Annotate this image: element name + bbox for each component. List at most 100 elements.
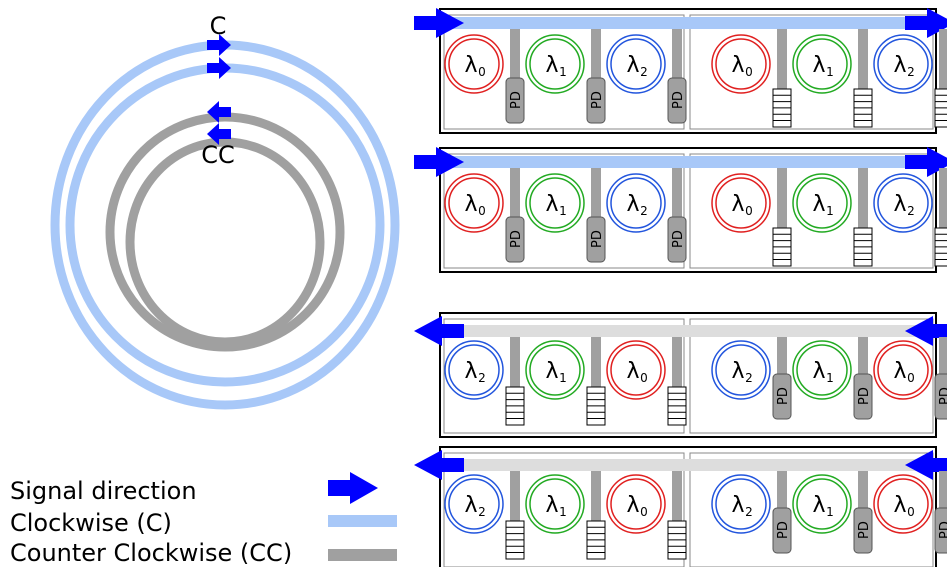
drop-waveguide [777,29,787,89]
ring-arrow-icon [207,101,231,123]
drop-waveguide [510,29,520,89]
microring-inner [529,478,581,530]
signal-arrow-icon [905,147,947,177]
microring-inner [877,177,929,229]
ring-label: λ [893,359,906,384]
legend-label-counter-clockwise: Counter Clockwise (CC) [10,539,293,567]
microring-inner [877,38,929,90]
microring-inner [529,177,581,229]
signal-arrow-icon [905,8,947,38]
light-blue-bar [328,515,397,527]
photodetector [934,373,947,420]
ring-subscript: 1 [559,65,567,79]
ring-subscript: 0 [478,204,486,218]
pd-label: PD [509,91,524,109]
pd-label: PD [590,230,605,248]
microring-inner [448,344,500,396]
drop-waveguide [777,337,787,397]
legend-label-clockwise: Clockwise (C) [10,509,172,537]
ring-label: λ [464,493,477,518]
arrow-icon [328,472,378,504]
photodetector [772,373,792,420]
pd-label: PD [857,387,872,405]
drop-waveguide [858,168,868,228]
microring-inner [610,344,662,396]
microring-inner [796,177,848,229]
microring-inner [715,38,767,90]
ring-subscript: 0 [907,505,915,519]
pd-label: PD [776,387,791,405]
microring-inner [529,344,581,396]
drop-waveguide [858,471,868,531]
drop-waveguide [672,337,682,397]
microring-inner [796,478,848,530]
photodetector [667,77,687,124]
drop-waveguide [858,29,868,89]
signal-arrow-icon [414,147,464,177]
counter-clockwise-label: CC [201,141,235,169]
ring-subscript: 2 [478,505,486,519]
drop-waveguide [939,337,947,397]
microring-inner [715,344,767,396]
microring-inner [448,38,500,90]
drop-waveguide [777,168,787,228]
ring-label: λ [626,53,639,78]
ring-label: λ [731,493,744,518]
ring-label: λ [545,192,558,217]
photodetector [772,507,792,554]
ring-label: λ [812,192,825,217]
microring-inner [610,478,662,530]
microring-inner [448,478,500,530]
pd-label: PD [509,230,524,248]
microring-inner [448,177,500,229]
ring-label: λ [812,53,825,78]
ring-label: λ [626,359,639,384]
ring-subscript: 0 [640,371,648,385]
legend-icons [328,472,397,561]
ring-label: λ [464,192,477,217]
ring-subscript: 0 [907,371,915,385]
pd-label: PD [590,91,605,109]
bus-waveguide [442,17,935,29]
drop-waveguide [510,168,520,228]
ring-subscript: 2 [478,371,486,385]
signal-arrow-icon [905,450,947,480]
ring-label: λ [893,493,906,518]
ring-subscript: 2 [745,505,753,519]
counter-clockwise-ring-inner [125,137,325,347]
ring-arrow-icon [207,57,231,79]
drop-waveguide [591,471,601,531]
ring-subscript: 2 [745,371,753,385]
ring-label: λ [626,192,639,217]
clockwise-label: C [210,12,227,40]
photodetector [505,77,525,124]
ring-subscript: 1 [559,371,567,385]
drop-waveguide [939,29,947,89]
ring-subscript: 2 [907,204,915,218]
microring-inner [610,177,662,229]
pd-label: PD [671,230,686,248]
ring-subscript: 0 [640,505,648,519]
photodetector [586,77,606,124]
ring-subscript: 1 [826,65,834,79]
drop-waveguide [939,471,947,531]
ring-label: λ [545,359,558,384]
drop-waveguide [591,29,601,89]
ring-subscript: 1 [826,371,834,385]
ring-subscript: 0 [745,65,753,79]
ring-subscript: 1 [826,204,834,218]
ring-label: λ [893,53,906,78]
bus-waveguide [442,325,935,337]
signal-arrow-icon [414,8,464,38]
microring-inner [610,38,662,90]
microring-inner [715,478,767,530]
photodetector [667,216,687,263]
ring-diagram: C CC [50,12,400,410]
drop-waveguide [672,29,682,89]
ring-subscript: 0 [478,65,486,79]
ring-label: λ [731,359,744,384]
microring-inner [796,344,848,396]
microring-inner [877,344,929,396]
ring-label: λ [545,493,558,518]
pd-label: PD [776,521,791,539]
